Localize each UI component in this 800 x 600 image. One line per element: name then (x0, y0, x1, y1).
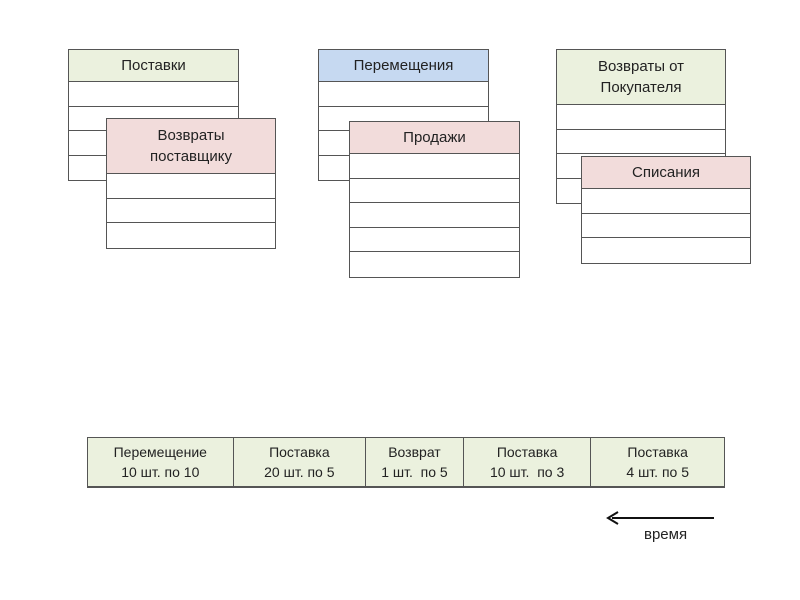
table-row (350, 203, 519, 228)
table-row (557, 105, 725, 130)
timeline-line2: 1 шт. по 5 (381, 464, 448, 480)
timeline-line1: Поставка (496, 444, 558, 460)
table-row (350, 179, 519, 203)
table-header: Поставки (69, 50, 238, 82)
arrow-left-icon (606, 511, 714, 525)
table-row (582, 189, 750, 214)
timeline-line1: Перемещение (113, 444, 207, 460)
table-vozvraty-postavshchiku: Возвраты поставщику (106, 118, 276, 249)
table-row (107, 199, 275, 223)
timeline-line1: Поставка (269, 444, 330, 460)
time-label: время (644, 526, 688, 543)
table-title: Поставки (121, 57, 186, 74)
table-title: Продажи (403, 129, 466, 146)
table-row (582, 238, 750, 263)
table-header: Перемещения (319, 50, 488, 82)
timeline-cell: Поставка 4 шт. по 5 (591, 438, 724, 486)
timeline-strip: Перемещение 10 шт. по 10 Поставка 20 шт. по… (87, 437, 725, 488)
table-prodazhi: Продажи (349, 121, 520, 278)
table-row (107, 223, 275, 248)
table-row (557, 130, 725, 154)
timeline-cell: Возврат 1 шт. по 5 (366, 438, 464, 486)
timeline-line2: 20 шт. по 5 (264, 464, 335, 480)
timeline-cell: Перемещение 10 шт. по 10 (88, 438, 234, 486)
timeline-line2: 10 шт. по 3 (489, 464, 565, 480)
table-header: Продажи (350, 122, 519, 154)
table-row (350, 252, 519, 277)
table-header: Списания (582, 157, 750, 189)
table-spisaniya: Списания (581, 156, 751, 264)
table-row (350, 154, 519, 179)
timeline-line1: Поставка (627, 444, 688, 460)
timeline-cell: Поставка 20 шт. по 5 (234, 438, 367, 486)
table-row (582, 214, 750, 238)
table-header: Возвраты от Покупателя (557, 50, 725, 105)
table-header: Возвраты поставщику (107, 119, 275, 174)
table-row (69, 82, 238, 107)
table-title: Возвраты поставщику (150, 127, 232, 165)
timeline-cell: Поставка 10 шт. по 3 (464, 438, 592, 486)
table-row (350, 228, 519, 252)
table-row (107, 174, 275, 199)
table-title: Списания (632, 164, 700, 181)
timeline-line2: 4 шт. по 5 (626, 464, 689, 480)
table-title: Возвраты от Покупателя (597, 58, 685, 96)
timeline-line1: Возврат (388, 444, 441, 460)
table-row (319, 82, 488, 107)
timeline-line2: 10 шт. по 10 (121, 464, 200, 480)
table-title: Перемещения (353, 57, 454, 74)
